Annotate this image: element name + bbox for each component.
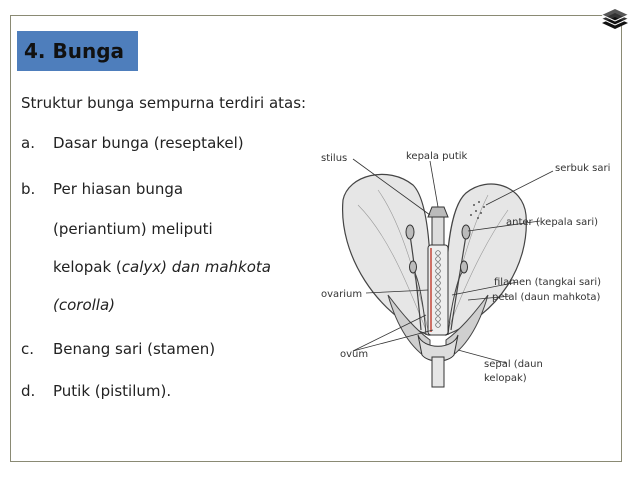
list-text: Putik (pistilum). <box>53 382 172 400</box>
list-item-b-line3: kelopak (calyx) dan mahkota <box>53 258 271 276</box>
stacked-books-icon <box>601 9 629 29</box>
list-item-c: c. Benang sari (stamen) <box>21 340 215 358</box>
list-marker: b. <box>21 180 36 198</box>
label-filamen: filamen (tangkai sari) <box>494 277 601 288</box>
list-text: Benang sari (stamen) <box>53 340 216 358</box>
receptacle <box>417 334 459 362</box>
list-text: Per hiasan bunga <box>53 180 184 198</box>
title-banner: 4. Bunga <box>17 31 138 71</box>
left-anther <box>405 224 415 240</box>
label-serbuk-sari: serbuk sari <box>555 163 610 174</box>
list-text: kelopak ( <box>53 258 122 276</box>
ovules <box>435 250 441 328</box>
right-petal <box>445 183 527 336</box>
label-kepala-putik: kepala putik <box>406 151 468 162</box>
list-item-b-line4: (corolla) <box>53 296 115 314</box>
list-item-a: a. Dasar bunga (reseptakel) <box>21 134 244 152</box>
label-sepal-line2: kelopak) <box>484 373 527 384</box>
intro-text: Struktur bunga sempurna terdiri atas: <box>21 94 307 112</box>
left-petal <box>342 173 432 336</box>
slide-frame <box>10 15 622 462</box>
slide-title: 4. Bunga <box>24 39 125 63</box>
label-sepal-line1: sepal (daun <box>484 359 543 370</box>
list-item-d: d. Putik (pistilum). <box>21 382 171 400</box>
pollen-grains <box>470 201 485 219</box>
list-marker: a. <box>21 134 35 152</box>
label-stilus: stilus <box>321 153 347 164</box>
list-marker: c. <box>21 340 35 358</box>
list-text-italic: calyx) dan mahkota <box>121 258 271 276</box>
label-ovarium: ovarium <box>321 289 362 300</box>
flower-structure-diagram: stilus kepala putik serbuk sari anter (k… <box>321 151 610 388</box>
label-petal: petal (daun mahkota) <box>492 292 601 303</box>
stem <box>431 356 445 388</box>
stigma <box>427 206 449 218</box>
list-text: Dasar bunga (reseptakel) <box>53 134 244 152</box>
list-item-b: b. Per hiasan bunga <box>21 180 183 198</box>
right-anther <box>461 224 471 240</box>
label-ovum: ovum <box>340 349 368 360</box>
list-marker: d. <box>21 382 36 400</box>
right-filament <box>450 234 467 331</box>
left-filament <box>409 234 422 331</box>
label-anter: anter (kepala sari) <box>506 217 598 228</box>
style <box>431 216 445 248</box>
list-item-b-line2: (periantium) meliputi <box>53 220 213 238</box>
